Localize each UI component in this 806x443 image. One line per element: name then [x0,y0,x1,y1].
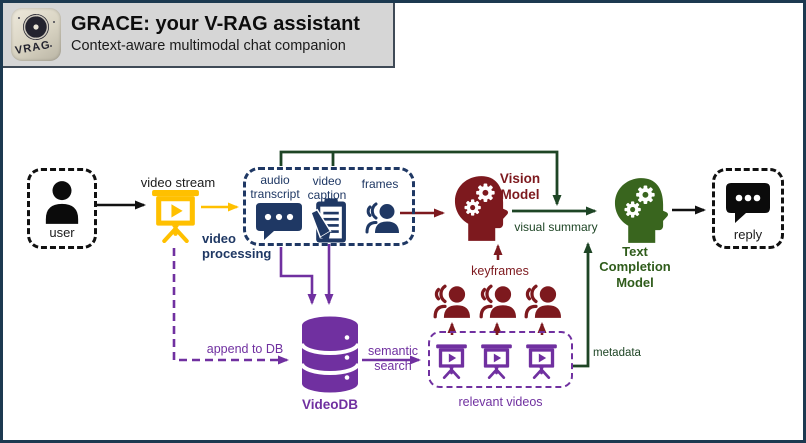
relevant-videos-label: relevant videos [458,395,543,409]
vision-model-icon [452,175,509,242]
text-completion-model-icon [612,177,669,244]
append-to-db-label: append to DB [206,342,284,356]
frames-label: frames [361,177,399,191]
vision-model-label: Vision Model [499,171,541,202]
video-stream-icon [152,188,199,243]
reply-icon [726,183,770,223]
keyframes-label: keyframes [471,264,529,278]
relevant-video-icon-1 [436,343,467,379]
visual-summary-label: visual summary [514,220,598,234]
logo-spiral-icon [18,14,55,47]
text-completion-model-label: Text Completion Model [599,244,671,290]
edge-transcript-to-db [279,247,317,305]
videodb-icon [301,315,359,394]
diagram-stage: user video stream audio tra [3,3,803,440]
semantic-search-label: semantic search [367,344,419,373]
app-subtitle: Context-aware multimodal chat companion [71,38,346,55]
videodb-label: VideoDB [301,397,358,412]
user-box [27,168,97,249]
user-icon [43,180,81,224]
keyframe-icon-1 [433,284,470,319]
keyframe-icon-2 [479,284,516,319]
audio-transcript-label: audio transcript [250,173,300,202]
relevant-videos-box [428,331,573,388]
video-caption-label: video caption [307,174,347,203]
frames-icon [365,202,399,234]
relevant-video-icon-3 [526,343,557,379]
audio-transcript-icon [256,203,302,240]
vrag-logo-icon: VRAG [11,8,61,61]
video-processing-box [243,167,415,246]
relevant-video-icon-2 [481,343,512,379]
edge-metadata [573,242,593,368]
video-stream-label: video stream [140,175,216,190]
keyframe-icon-3 [524,284,561,319]
video-caption-icon [309,198,348,244]
user-label: user [49,225,75,240]
app-title: GRACE: your V-RAG assistant [71,13,360,36]
reply-label: reply [733,227,763,242]
metadata-label: metadata [593,347,641,359]
reply-box [712,168,784,249]
header: VRAG GRACE: your V-RAG assistant Context… [3,3,395,68]
video-processing-label: video processing [202,231,272,262]
